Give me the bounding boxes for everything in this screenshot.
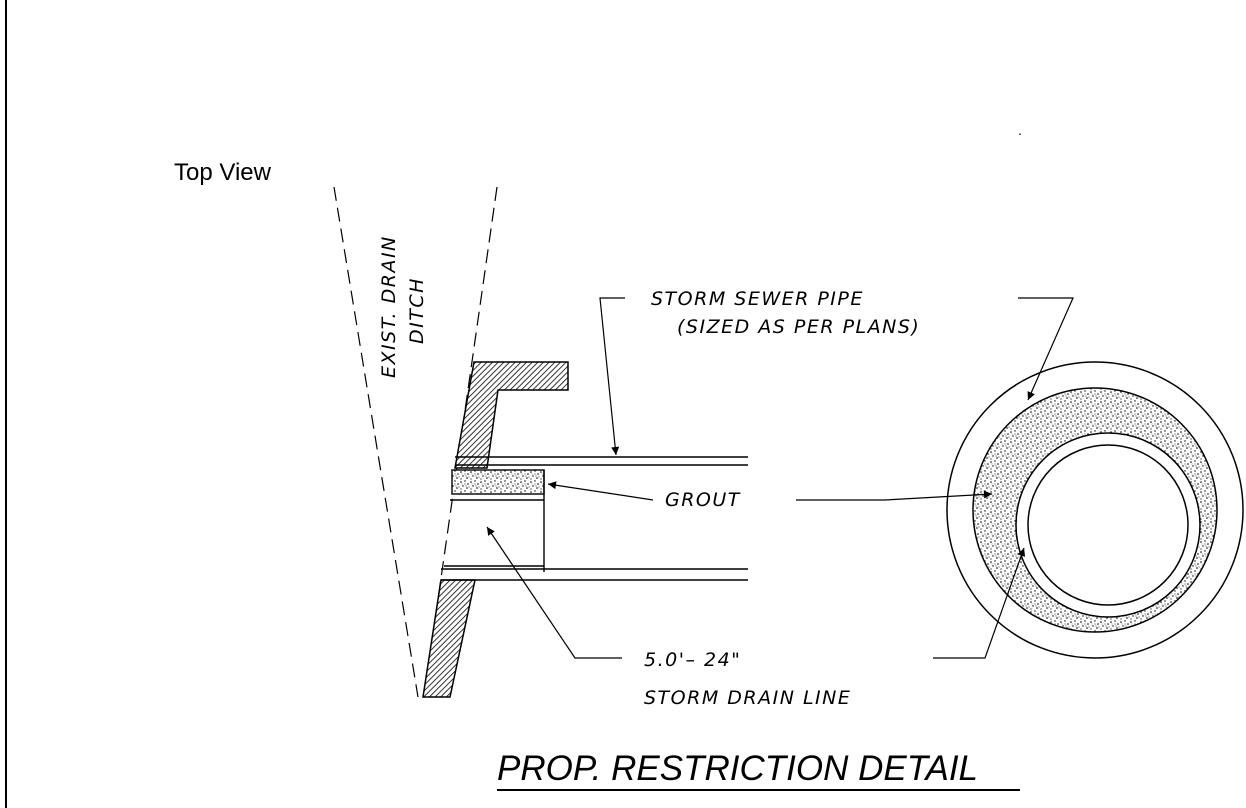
storm-drain-line-plan: [444, 470, 545, 572]
storm-sewer-pipe-plan: [441, 456, 748, 581]
small-mark: .: [1018, 122, 1022, 138]
view-label: Top View: [174, 159, 272, 186]
storm-sewer-label: STORM SEWER PIPE: [651, 288, 864, 310]
svg-text:EXIST. DRAIN: EXIST. DRAIN: [378, 235, 400, 378]
storm-drain-line-label: STORM DRAIN LINE: [644, 687, 851, 709]
detail-title: PROP. RESTRICTION DETAIL: [497, 749, 978, 788]
drain-size-label: 5.0'– 24": [644, 649, 741, 671]
storm-sewer-sublabel: (SIZED AS PER PLANS): [677, 316, 920, 338]
grout-label: GROUT: [665, 489, 741, 511]
ditch-label: EXIST. DRAIN DITCH: [378, 235, 428, 378]
headwall-lower: [422, 579, 476, 698]
grout-plan: [451, 469, 545, 495]
headwall-upper: [454, 361, 569, 469]
pipe-section-view: [946, 361, 1244, 659]
callout-leaders: [486, 297, 1074, 659]
svg-text:DITCH: DITCH: [406, 277, 428, 344]
